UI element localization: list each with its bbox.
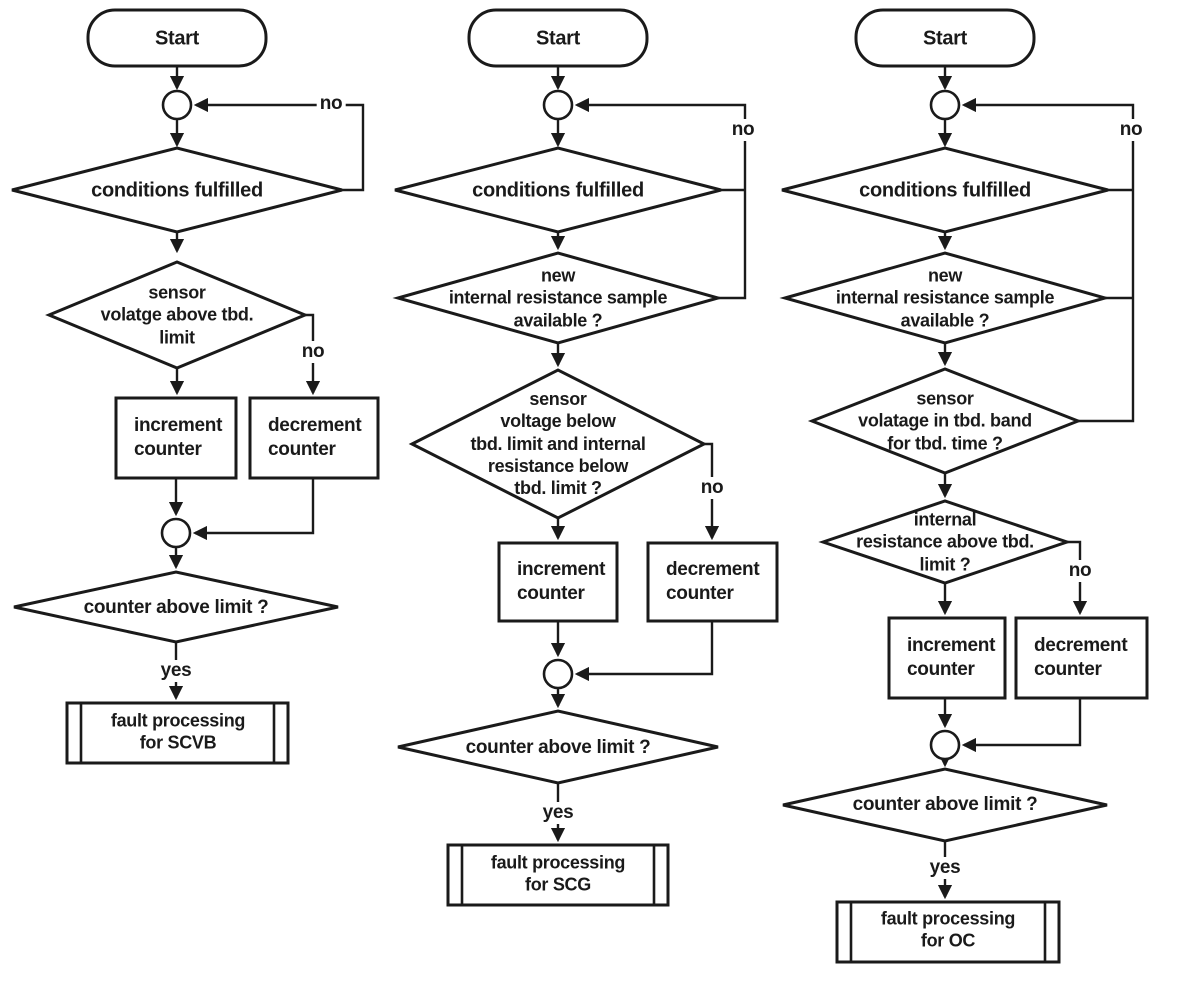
- loop-connector-circle-3: [929, 89, 961, 121]
- flowchart-2-graphics: [392, 8, 779, 907]
- no-branch-label: no: [697, 477, 727, 499]
- start-terminator-1: [86, 8, 268, 68]
- process-decrement-label: decrement counter: [666, 559, 760, 604]
- start-label: Start: [535, 27, 581, 50]
- no-branch-label: no: [298, 341, 328, 363]
- decision-resistance-label: internal resistance above tbd. limit ?: [856, 509, 1034, 575]
- process-decrement-box-1: [248, 396, 380, 480]
- process-increment-box-3: [887, 616, 1007, 700]
- decision-sensor-label: sensor volatge above tbd. limit: [100, 282, 254, 348]
- decision-sensor-diamond-2: [408, 368, 708, 520]
- decision-newsample-label: new internal resistance sample available…: [835, 265, 1055, 331]
- fault-processing-label: fault processing for SCVB: [110, 710, 246, 753]
- decision-conditions-label: conditions fulfilled: [859, 179, 1031, 202]
- edge-no-loopback-3: [961, 97, 1135, 423]
- loop-connector-circle-2: [542, 89, 574, 121]
- edge-decrement-to-merge-2: [574, 621, 714, 682]
- flowchart-3-graphics: [779, 8, 1149, 964]
- decision-counter-diamond-2: [397, 709, 719, 785]
- decision-counter-label: counter above limit ?: [852, 794, 1038, 816]
- decision-conditions-label: conditions fulfilled: [91, 179, 263, 202]
- process-increment-box-2: [497, 541, 619, 623]
- predefined-fault-box-3: [835, 900, 1061, 964]
- process-increment-label: increment counter: [134, 415, 223, 460]
- merge-connector-circle-3: [929, 729, 961, 761]
- process-decrement-label: decrement counter: [268, 415, 362, 460]
- no-branch-label: no: [1065, 560, 1095, 582]
- fault-processing-label: fault processing for OC: [880, 908, 1016, 951]
- yes-label: yes: [926, 857, 964, 879]
- start-terminator-3: [854, 8, 1036, 68]
- yes-label: yes: [157, 660, 195, 682]
- edge-no-loopback-2: [574, 97, 747, 300]
- process-decrement-box-3: [1014, 616, 1149, 700]
- predefined-fault-box-2: [446, 843, 670, 907]
- decision-newsample-diamond-2: [392, 251, 724, 345]
- decision-sensor-diamond-3: [807, 367, 1083, 475]
- merge-connector-circle-1: [160, 517, 192, 549]
- decision-sensor-diamond-1: [45, 260, 309, 370]
- decision-sensor-label: sensor voltage below tbd. limit and inte…: [470, 389, 646, 499]
- decision-counter-label: counter above limit ?: [83, 597, 269, 619]
- decision-counter-label: counter above limit ?: [465, 737, 651, 759]
- no-loop-label: no: [316, 93, 346, 115]
- process-decrement-label: decrement counter: [1034, 635, 1128, 680]
- decision-conditions-diamond-1: [11, 146, 343, 234]
- start-label: Start: [154, 27, 200, 50]
- decision-sensor-label: sensor volatage in tbd. band for tbd. ti…: [858, 388, 1032, 454]
- start-label: Start: [922, 27, 968, 50]
- predefined-fault-box-1: [65, 701, 290, 765]
- process-decrement-box-2: [646, 541, 779, 623]
- flowchart-1-graphics: [11, 8, 380, 765]
- merge-connector-circle-2: [542, 658, 574, 690]
- process-increment-label: increment counter: [517, 559, 606, 604]
- no-loop-label: no: [728, 119, 758, 141]
- decision-resistance-diamond-3: [818, 499, 1072, 585]
- decision-conditions-label: conditions fulfilled: [472, 179, 644, 202]
- decision-newsample-label: new internal resistance sample available…: [448, 265, 668, 331]
- decision-counter-diamond-1: [13, 570, 339, 644]
- process-increment-label: increment counter: [907, 635, 996, 680]
- start-terminator-2: [467, 8, 649, 68]
- process-increment-box-1: [114, 396, 238, 480]
- yes-label: yes: [539, 802, 577, 824]
- edge-no-loopback-1: [193, 97, 365, 192]
- decision-newsample-diamond-3: [779, 251, 1111, 345]
- edge-decrement-to-merge-1: [192, 478, 315, 541]
- decision-counter-diamond-3: [782, 767, 1108, 843]
- no-loop-label: no: [1116, 119, 1146, 141]
- decision-conditions-diamond-3: [781, 146, 1109, 234]
- loop-connector-circle-1: [161, 89, 193, 121]
- fault-processing-label: fault processing for SCG: [490, 852, 626, 895]
- decision-conditions-diamond-2: [394, 146, 722, 234]
- edge-decrement-to-merge-3: [961, 698, 1082, 753]
